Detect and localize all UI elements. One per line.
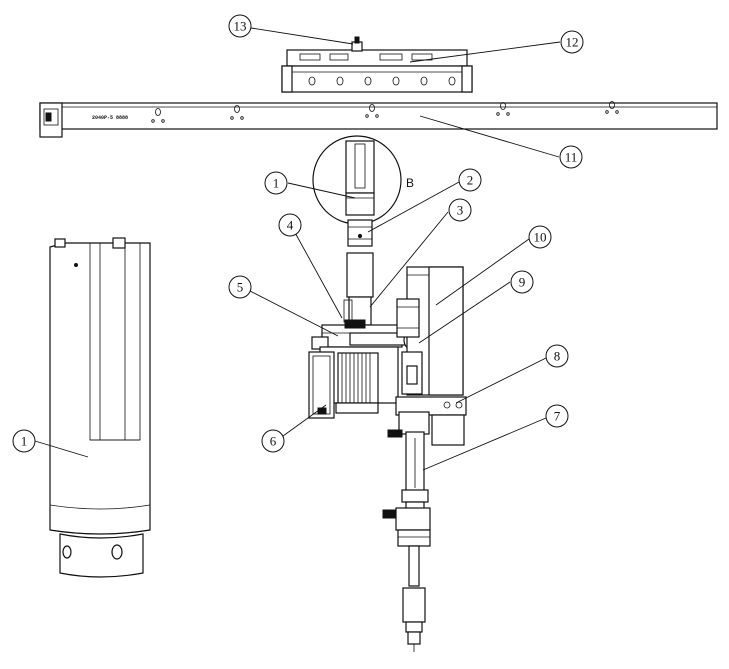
callout-2: 2	[458, 168, 482, 192]
callout-10: 10	[528, 225, 552, 249]
leader-lines	[34, 27, 561, 471]
coupling	[347, 219, 373, 247]
rail-marking: 2040P-5 8888	[92, 115, 128, 121]
callout-8: 8	[545, 344, 569, 368]
dispensing-syringe	[382, 431, 431, 652]
callout-1-housing: 1	[12, 429, 36, 453]
svg-text:8: 8	[554, 349, 561, 364]
svg-text:5: 5	[237, 280, 244, 295]
callout-1-detail: 1	[264, 171, 288, 195]
shroud-housing	[49, 237, 151, 578]
svg-text:3: 3	[457, 203, 464, 218]
callout-4: 4	[278, 213, 302, 237]
svg-text:6: 6	[270, 434, 277, 449]
svg-text:2: 2	[467, 173, 474, 188]
svg-text:11: 11	[565, 150, 578, 165]
svg-text:1: 1	[21, 434, 28, 449]
valve-bracket	[387, 351, 467, 446]
callout-3: 3	[448, 198, 472, 222]
linear-beam: 2040P-5 8888	[39, 101, 718, 138]
callout-13: 13	[228, 14, 252, 38]
detail-label-b: B	[406, 176, 414, 190]
svg-text:13: 13	[234, 19, 247, 34]
callout-11: 11	[559, 145, 583, 169]
callout-9: 9	[510, 270, 534, 294]
svg-text:10: 10	[534, 230, 547, 245]
svg-text:9: 9	[519, 275, 526, 290]
callout-7: 7	[545, 404, 569, 428]
callout-12: 12	[560, 30, 584, 54]
callout-5: 5	[228, 275, 252, 299]
svg-text:7: 7	[554, 409, 561, 424]
svg-text:4: 4	[287, 218, 294, 233]
shaft-sleeve-detail	[345, 140, 375, 216]
vertical-cylinder	[396, 266, 464, 396]
callout-6: 6	[261, 429, 285, 453]
svg-text:1: 1	[273, 176, 280, 191]
top-carriage-block	[281, 49, 473, 93]
svg-text:12: 12	[566, 35, 579, 50]
top-fitting	[351, 36, 363, 52]
